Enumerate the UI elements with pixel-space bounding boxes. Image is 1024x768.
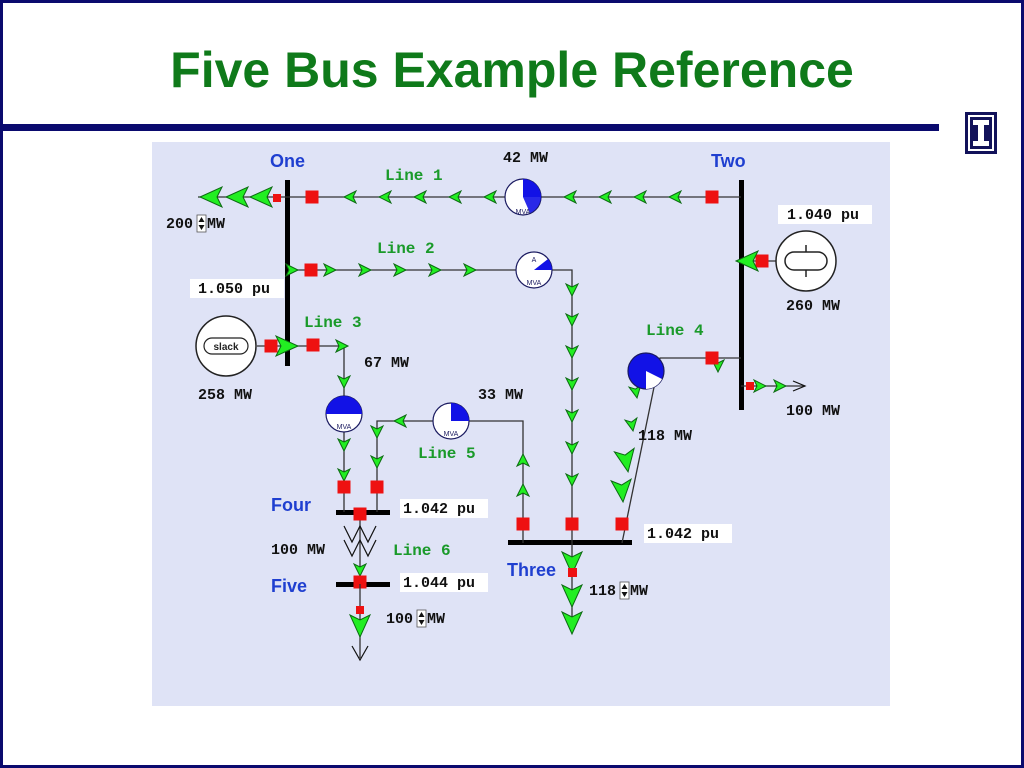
load-three-value: 118 bbox=[589, 583, 616, 600]
bus-three-bar bbox=[508, 540, 632, 545]
line-5-label: Line 5 bbox=[418, 445, 476, 463]
voltage-three-value: 1.042 pu bbox=[647, 526, 719, 543]
mva-unit-label: MVA bbox=[444, 431, 459, 438]
load-two-value: 100 MW bbox=[786, 403, 840, 420]
bus-four-label: Four bbox=[271, 495, 311, 515]
mva-meter-line-4 bbox=[627, 352, 665, 390]
slack-label: slack bbox=[213, 342, 238, 353]
load-one-setpoint[interactable]: 200 MW bbox=[166, 214, 225, 233]
load-five-unit: MW bbox=[427, 611, 445, 628]
voltage-three: 1.042 pu bbox=[644, 524, 732, 543]
voltage-one: 1.050 pu bbox=[190, 279, 284, 298]
voltage-two-value: 1.040 pu bbox=[787, 207, 859, 224]
bus-one-label: One bbox=[270, 151, 305, 171]
spinner-down-icon[interactable] bbox=[198, 225, 205, 230]
line-6[interactable] bbox=[343, 507, 377, 589]
voltage-five: 1.044 pu bbox=[400, 573, 488, 592]
generator-two[interactable] bbox=[735, 230, 837, 292]
load-one[interactable] bbox=[198, 186, 288, 208]
line-2[interactable] bbox=[285, 263, 579, 544]
line-3-flow: 67 MW bbox=[364, 355, 409, 372]
mva-unit-label: MVA bbox=[527, 280, 542, 287]
line-4-flow: 118 MW bbox=[638, 428, 692, 445]
line-4-label: Line 4 bbox=[646, 322, 704, 340]
gen-one-output: 258 MW bbox=[198, 387, 252, 404]
spinner-up-icon[interactable] bbox=[198, 217, 205, 222]
oneline-panel bbox=[152, 142, 890, 706]
bus-two-bar bbox=[739, 180, 744, 410]
load-one-unit: MW bbox=[207, 216, 225, 233]
mva-meter-line-2: A MVA bbox=[515, 251, 553, 289]
line-5-flow: 33 MW bbox=[478, 387, 523, 404]
voltage-four-value: 1.042 pu bbox=[403, 501, 475, 518]
spinner-down-icon[interactable] bbox=[621, 592, 628, 597]
mva-meter-line-5: MVA bbox=[432, 402, 470, 440]
line-2-label: Line 2 bbox=[377, 240, 435, 258]
line-1-flow: 42 MW bbox=[503, 150, 548, 167]
voltage-four: 1.042 pu bbox=[400, 499, 488, 518]
load-one-value: 200 bbox=[166, 216, 193, 233]
spinner-up-icon[interactable] bbox=[418, 612, 425, 617]
bus-three-label: Three bbox=[507, 560, 556, 580]
line-1-label: Line 1 bbox=[385, 167, 443, 185]
mva-unit-label: MVA bbox=[337, 424, 352, 431]
mva-meter-line-3: MVA bbox=[325, 395, 363, 433]
mva-meter-line-1: MVA bbox=[504, 178, 542, 216]
load-three[interactable] bbox=[561, 543, 583, 635]
bus-five-label: Five bbox=[271, 576, 307, 596]
meter-flag-label: A bbox=[532, 257, 537, 264]
voltage-one-value: 1.050 pu bbox=[198, 281, 270, 298]
voltage-five-value: 1.044 pu bbox=[403, 575, 475, 592]
load-five-value: 100 bbox=[386, 611, 413, 628]
spinner-up-icon[interactable] bbox=[621, 584, 628, 589]
slack-generator[interactable]: slack bbox=[195, 315, 299, 377]
line-3[interactable] bbox=[288, 338, 351, 513]
load-three-unit: MW bbox=[630, 583, 648, 600]
spinner-down-icon[interactable] bbox=[418, 620, 425, 625]
line-6-flow: 100 MW bbox=[271, 542, 325, 559]
slide-title: Five Bus Example Reference bbox=[170, 42, 854, 98]
title-rule bbox=[3, 124, 939, 131]
mva-unit-label: MVA bbox=[516, 209, 531, 216]
load-three-setpoint[interactable]: 118 MW bbox=[589, 581, 648, 600]
line-3-label: Line 3 bbox=[304, 314, 362, 332]
voltage-two: 1.040 pu bbox=[778, 205, 872, 224]
gen-two-output: 260 MW bbox=[786, 298, 840, 315]
bus-two-label: Two bbox=[711, 151, 746, 171]
load-two[interactable] bbox=[741, 379, 807, 393]
line-4[interactable] bbox=[610, 351, 741, 544]
load-five-setpoint[interactable]: 100 MW bbox=[386, 609, 445, 628]
load-five[interactable] bbox=[349, 584, 371, 662]
illinois-block-i-icon bbox=[965, 112, 997, 154]
line-6-label: Line 6 bbox=[393, 542, 451, 560]
